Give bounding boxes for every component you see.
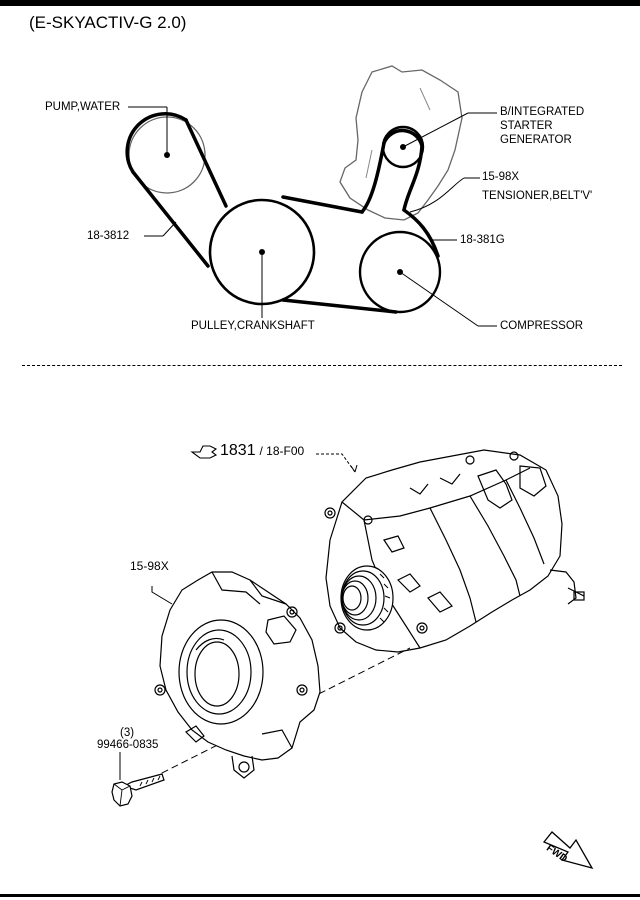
bolt: [111, 773, 165, 807]
label-isg-line3: GENERATOR: [500, 134, 572, 146]
label-pump-water: PUMP,WATER: [45, 101, 121, 113]
top-border: [0, 0, 640, 6]
label-isg-line2: STARTER: [500, 120, 553, 132]
fwd-arrow-icon: [542, 831, 594, 870]
pointing-hand-icon: [190, 445, 218, 459]
integrated-starter-generator: [324, 449, 585, 653]
compressor-pulley: [358, 230, 442, 314]
label-isg-line1: B/INTEGRATED: [500, 106, 585, 118]
label-bolt-quantity: (3): [120, 727, 135, 739]
label-tensioner-code: 15-98X: [482, 171, 520, 183]
bottom-border: [0, 894, 640, 897]
label-tensioner-code-exploded: 15-98X: [130, 559, 169, 573]
label-compressor: COMPRESSOR: [500, 320, 584, 332]
belt-18-381G: [281, 128, 440, 314]
reference-sub: / 18-F00: [259, 444, 305, 458]
belt-routing-diagram: [125, 65, 497, 327]
label-pulley-crankshaft: PULLEY,CRANKSHAFT: [191, 320, 315, 332]
engine-outline: [339, 65, 463, 221]
label-tensioner-name: TENSIONER,BELT'V': [482, 190, 593, 202]
generator-pulley: [340, 565, 394, 631]
reference-number: 1831: [220, 442, 256, 459]
label-belt-18-381G: 18-381G: [460, 234, 505, 246]
belt-tensioner-assembly: [154, 571, 321, 779]
label-bolt-code: 99466-0835: [97, 739, 159, 751]
label-belt-18-3812: 18-3812: [87, 230, 130, 242]
reference-callout: 1831 / 18-F00: [190, 442, 304, 460]
section-divider: [22, 365, 622, 366]
page-title: (E-SKYACTIV-G 2.0): [29, 13, 187, 32]
belt-18-3812: [125, 112, 228, 268]
